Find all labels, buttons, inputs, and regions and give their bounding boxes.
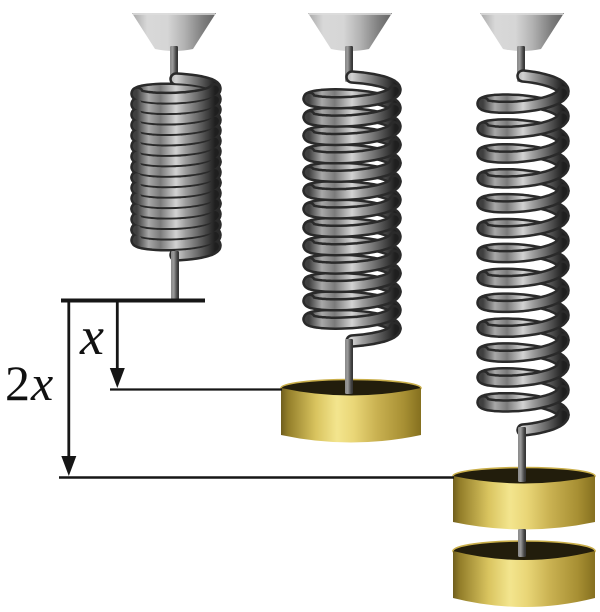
- spring-end-rod: [345, 339, 353, 394]
- extension-2x-arrowhead: [61, 456, 77, 476]
- mass-disk-2-body: [453, 476, 595, 530]
- support-cone: [480, 13, 564, 51]
- spring-end-rod: [171, 251, 179, 302]
- inter-mass-rod: [518, 529, 526, 557]
- spring-assembly-unloaded: [130, 13, 222, 302]
- extension-2x-var: x: [31, 355, 54, 411]
- spring-assembly-one-mass: [280, 13, 422, 443]
- support-cone: [308, 13, 392, 51]
- spring-coil-front: [132, 85, 220, 260]
- spring-coil-front: [478, 88, 568, 435]
- extension-2x-digit: 2: [5, 355, 30, 411]
- spring-coil-front: [304, 86, 400, 346]
- extension-x-label: x: [80, 306, 104, 366]
- support-cone: [132, 13, 216, 51]
- measurement-lines: [59, 298, 454, 479]
- mass-disk-1-body: [281, 388, 421, 443]
- extension-x-arrowhead: [109, 368, 125, 388]
- extension-2x-label: 2x: [5, 358, 53, 408]
- mass-disk-3-body: [453, 551, 595, 607]
- spring-end-rod: [518, 427, 526, 482]
- spring-assembly-two-masses: [452, 13, 596, 607]
